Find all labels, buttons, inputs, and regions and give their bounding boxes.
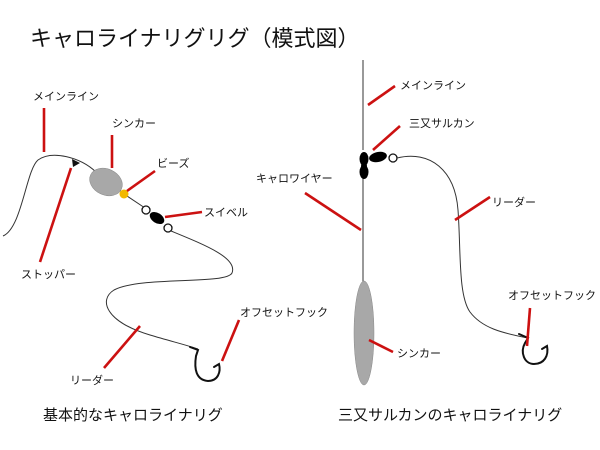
- right-pointer-three-way-swivel: [372, 125, 401, 151]
- left-label-swivel: スイベル: [204, 206, 248, 219]
- left-leader-line: [105, 230, 234, 350]
- right-pointer-main-line: [367, 84, 396, 107]
- right-label-leader: リーダー: [492, 195, 536, 209]
- left-label-main-line: メインライン: [33, 90, 99, 103]
- left-stopper: [72, 159, 80, 167]
- right-leader-line: [396, 155, 529, 339]
- right-pointer-carolina-wire: [304, 191, 362, 232]
- left-swivel: [141, 205, 173, 233]
- left-caption: 基本的なキャロライナリグ: [43, 406, 223, 424]
- basic-carolina-rig: [2, 154, 234, 383]
- left-label-stopper: ストッパー: [21, 268, 76, 281]
- three-way-swivel-rig: [353, 60, 549, 386]
- diagram-title: キャロライナリグリグ（模式図）: [30, 27, 360, 52]
- left-beads: [119, 189, 129, 199]
- right-pointer-leader: [454, 195, 491, 222]
- right-pointer-offset-hook: [525, 307, 532, 347]
- right-pointer-sinker: [368, 338, 394, 354]
- left-sinker: [89, 167, 123, 197]
- left-main-line: [2, 154, 97, 237]
- left-label-beads: ビーズ: [157, 156, 189, 170]
- right-sinker: [353, 280, 375, 386]
- left-label-sinker: シンカー: [112, 117, 156, 130]
- right-label-sinker: シンカー: [397, 347, 441, 360]
- left-pointer-stopper: [38, 167, 73, 263]
- right-label-offset-hook: オフセットフック: [508, 289, 596, 302]
- left-label-offset-hook: オフセットフック: [240, 306, 328, 319]
- right-label-main-line: メインライン: [400, 79, 466, 92]
- left-offset-hook: [189, 346, 221, 383]
- left-pointer-leader: [103, 325, 141, 369]
- left-pointer-beads: [126, 169, 156, 193]
- left-pointer-offset-hook: [220, 319, 241, 362]
- right-offset-hook: [518, 333, 549, 366]
- right-label-three-way-swivel: 三又サルカン: [409, 117, 475, 130]
- left-pointer-swivel: [164, 210, 203, 219]
- left-label-leader: リーダー: [70, 373, 114, 387]
- right-label-carolina-wire: キャロワイヤー: [256, 172, 333, 185]
- right-caption: 三又サルカンのキャロライナリグ: [338, 406, 562, 424]
- right-three-way-swivel: [359, 151, 398, 179]
